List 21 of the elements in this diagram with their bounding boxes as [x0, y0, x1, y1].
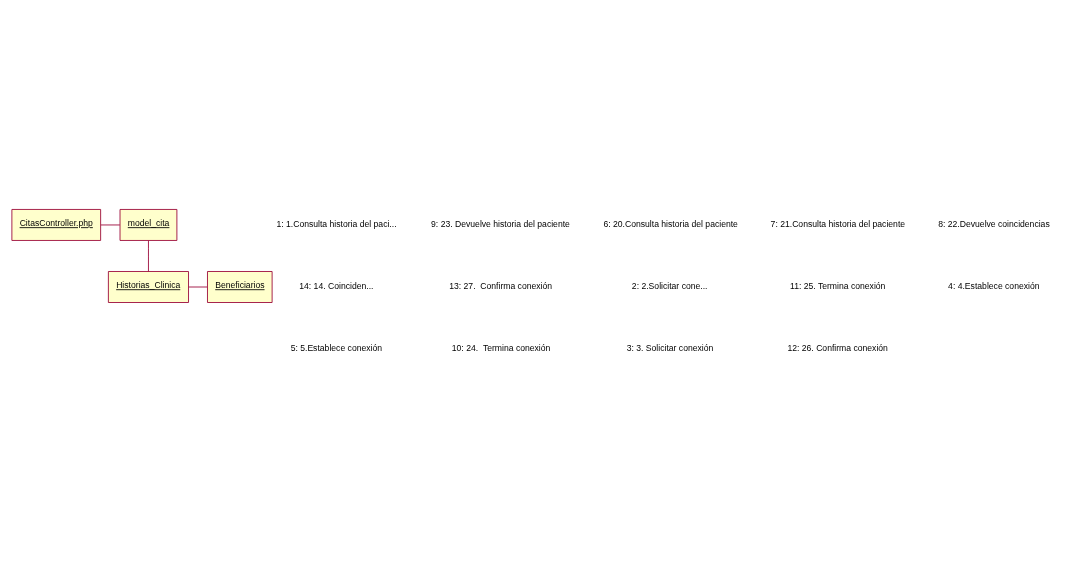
node-box: Beneficiarios	[207, 270, 273, 303]
connector	[188, 286, 208, 287]
label: 10: 24. Termina conexión	[451, 342, 551, 353]
label: 7: 21.Consulta historia del paciente	[770, 218, 906, 229]
node-box: Historias_Clinica	[107, 270, 189, 303]
label: 13: 27. Confirma conexión	[449, 280, 553, 291]
label: 9: 23. Devuelve historia del paciente	[431, 218, 570, 229]
label: 3: 3. Solicitar conexión	[626, 342, 714, 353]
label: 8: 22.Devuelve coincidencias	[938, 218, 1050, 229]
label: 6: 20.Consulta historia del paciente	[603, 218, 738, 229]
label: 5: 5.Establece conexión	[290, 342, 383, 353]
label: 2: 2.Solicitar cone...	[631, 280, 708, 291]
label: 1: 1.Consulta historia del paci...	[276, 218, 397, 229]
label: 4: 4.Establece conexión	[948, 280, 1040, 291]
connector	[100, 224, 121, 225]
label: 14: 14. Coinciden...	[299, 280, 374, 291]
node-box: model_cita	[119, 208, 178, 241]
node-box: CitasController.php	[11, 208, 102, 241]
connector	[148, 239, 149, 272]
label: 11: 25. Termina conexión	[789, 280, 886, 291]
label: 12: 26. Confirma conexión	[787, 342, 888, 353]
